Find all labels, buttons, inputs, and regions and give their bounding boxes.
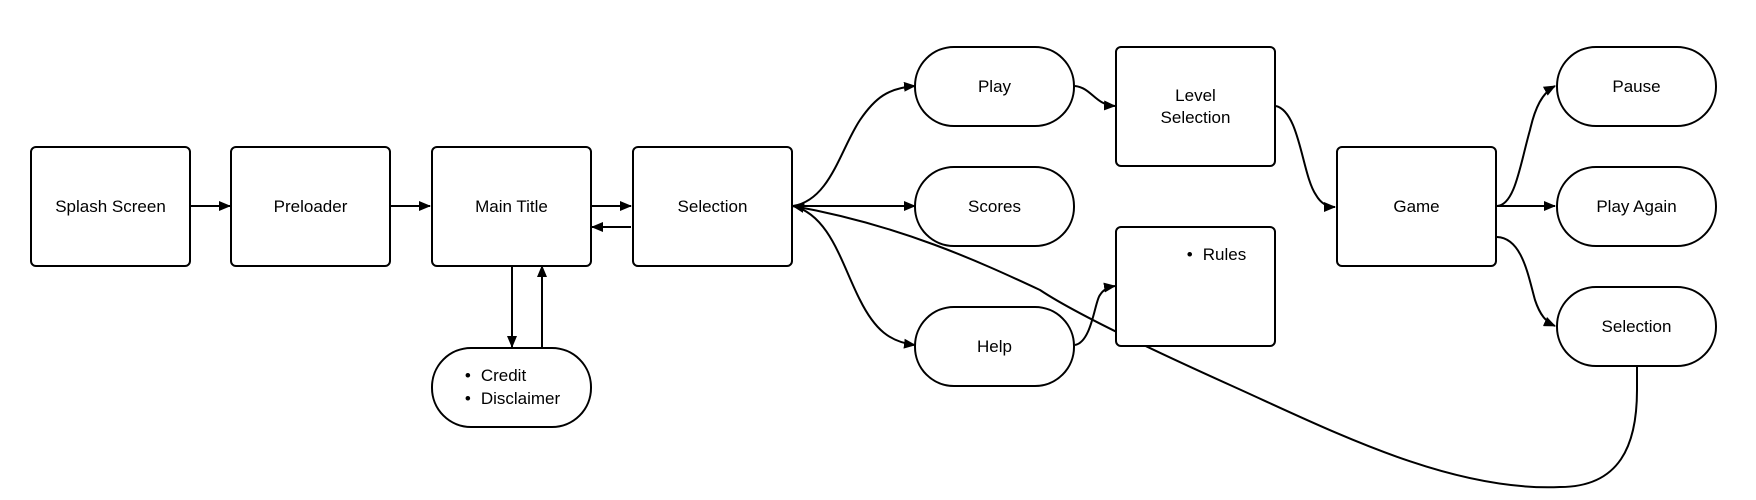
node-help: Help [914,306,1075,387]
credits-list: Credit Disclaimer [463,365,560,409]
node-play-again-label: Play Again [1596,196,1677,216]
credits-item: Credit [463,365,560,387]
node-help-label: Help [977,336,1012,356]
edge-play-level-selection [1074,85,1116,111]
node-splash-screen: Splash Screen [30,146,191,267]
node-play: Play [914,46,1075,127]
node-selection-end-label: Selection [1601,316,1672,336]
node-level-selection-label: Level Selection [1160,86,1231,127]
node-selection: Selection [632,146,793,267]
node-play-label: Play [977,76,1012,96]
node-selection-label: Selection [677,196,748,216]
edge-game-pause [1496,85,1556,207]
edge-help-rules [1074,282,1116,346]
node-splash-screen-label: Splash Screen [55,196,166,216]
node-game-label: Game [1393,196,1440,216]
edge-level-selection-game [1275,105,1336,212]
node-main-title-label: Main Title [475,196,548,216]
node-preloader-label: Preloader [273,196,348,216]
node-level-selection: Level Selection [1115,46,1276,167]
node-main-title: Main Title [431,146,592,267]
rules-item: Rules [1185,244,1246,266]
rules-list: Rules [1185,244,1246,266]
node-pause: Pause [1556,46,1717,127]
node-play-again: Play Again [1556,166,1717,247]
node-credits: Credit Disclaimer [431,347,592,428]
credits-item: Disclaimer [463,388,560,410]
edge-game-selection-end [1496,236,1556,327]
node-preloader: Preloader [230,146,391,267]
edge-selection-play [792,81,916,207]
node-scores: Scores [914,166,1075,247]
node-pause-label: Pause [1612,76,1661,96]
node-rules: Rules [1115,226,1276,347]
edge-selection-help [792,205,916,349]
node-scores-label: Scores [968,196,1021,216]
node-game: Game [1336,146,1497,267]
node-selection-end: Selection [1556,286,1717,367]
edge-selection-end-selection [792,203,1638,489]
